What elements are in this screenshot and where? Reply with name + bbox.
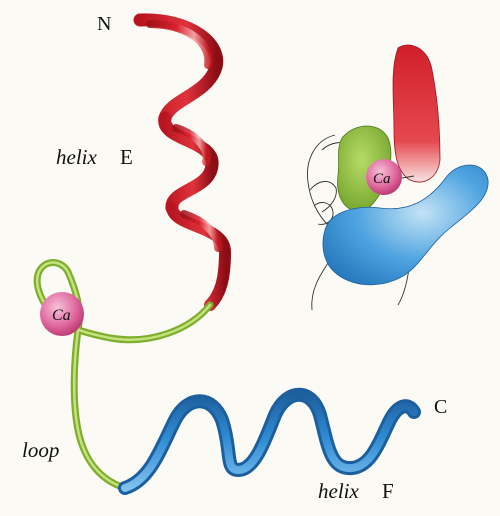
helix-f-ribbon: [125, 395, 414, 488]
n-terminus-label: N: [97, 13, 111, 35]
calcium-inset-label: Ca: [373, 171, 391, 187]
helix-e-ribbon: [140, 20, 225, 305]
helix-e-letter-label: E: [120, 145, 133, 169]
hand-inset: [307, 45, 488, 310]
calcium-main-label: Ca: [52, 307, 71, 324]
helix-f-letter-label: F: [382, 479, 394, 503]
helix-e-word-label: helix: [56, 145, 97, 169]
loop-label: loop: [22, 438, 59, 462]
c-terminus-label: C: [434, 396, 447, 418]
helix-f-word-label: helix: [318, 479, 359, 503]
